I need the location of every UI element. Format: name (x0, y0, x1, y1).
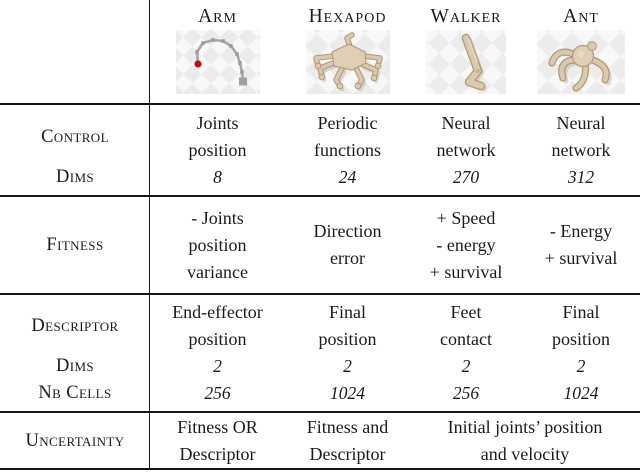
descriptor-hexapod-line2: position (318, 329, 377, 349)
control-cell-ant: Neural network 312 (522, 110, 640, 195)
descriptor-arm-nb-cells: 256 (204, 383, 231, 403)
fitness-arm-line1: - Joints (191, 207, 244, 228)
column-title-hexapod: Hexapod (308, 6, 387, 27)
uncertainty-row-label: Uncertainty (25, 430, 125, 451)
fitness-arm-line3: variance (187, 261, 248, 282)
fitness-walker-line1: + Speed (436, 207, 496, 228)
descriptor-hexapod-nb-cells: 1024 (330, 383, 365, 403)
descriptor-ant-dims: 2 (576, 356, 586, 376)
rule-below-descriptor (0, 411, 640, 413)
control-hexapod-line2: functions (314, 140, 381, 160)
descriptor-arm-line1: End-effector (172, 302, 263, 322)
control-arm-line2: position (188, 140, 247, 160)
descriptor-cell-walker: Feet contact 2 256 (410, 299, 522, 411)
uncertainty-walker-ant-line2: and velocity (480, 444, 570, 464)
descriptor-ant-nb-cells: 1024 (563, 383, 599, 403)
header-col-arm: Arm (150, 0, 285, 103)
uncertainty-cell-walker-ant: Initial joints’ position and velocity (410, 414, 640, 468)
descriptor-ant-line2: position (551, 329, 610, 349)
descriptor-row-label: Descriptor (31, 315, 119, 336)
control-ant-dims: 312 (567, 167, 595, 187)
table-header-row: Arm (0, 0, 640, 103)
fitness-row: Fitness - Joints position variance Direc… (0, 197, 640, 293)
fitness-hexapod-line2: error (330, 248, 365, 268)
descriptor-cell-arm: End-effector position 2 256 (150, 299, 285, 411)
fitness-arm-line2: position (188, 234, 247, 255)
column-title-ant: Ant (563, 6, 599, 27)
control-hexapod-line1: Periodic (317, 113, 378, 133)
rule-below-control (0, 195, 640, 197)
uncertainty-row-label-cell: Uncertainty (0, 414, 150, 468)
uncertainty-cell-arm: Fitness OR Descriptor (150, 414, 285, 468)
header-empty-cell (0, 0, 150, 103)
walker-robot-icon (426, 30, 506, 94)
rule-below-header (0, 103, 640, 105)
control-cell-hexapod: Periodic functions 24 (285, 110, 410, 195)
descriptor-cell-ant: Final position 2 1024 (522, 299, 640, 411)
control-dims-label: Dims (55, 167, 95, 187)
descriptor-ant-line1: Final (562, 302, 600, 322)
fitness-cell-arm: - Joints position variance (150, 197, 285, 293)
fitness-cell-walker: + Speed - energy + survival (410, 197, 522, 293)
control-walker-line2: network (436, 140, 496, 160)
hexapod-robot-icon (305, 30, 390, 94)
rule-below-fitness (0, 293, 640, 295)
descriptor-nb-cells-label: Nb Cells (38, 383, 112, 403)
rule-bottom (0, 468, 640, 470)
arm-robot-icon (175, 30, 260, 94)
column-title-arm: Arm (198, 6, 237, 27)
descriptor-hexapod-dims: 2 (343, 356, 352, 376)
control-ant-line1: Neural (556, 113, 606, 133)
fitness-ant-line2: + survival (544, 248, 618, 268)
control-cell-walker: Neural network 270 (410, 110, 522, 195)
table-vertical-rule (148, 0, 151, 468)
descriptor-cell-hexapod: Final position 2 1024 (285, 299, 410, 411)
fitness-walker-line2: - energy (436, 234, 496, 255)
fitness-cell-hexapod: Direction error (285, 197, 410, 293)
control-ant-line2: network (551, 140, 611, 160)
control-arm-dims: 8 (213, 167, 222, 187)
fitness-cell-ant: - Energy + survival (522, 197, 640, 293)
uncertainty-arm-line1: Fitness OR (177, 417, 258, 437)
descriptor-walker-line1: Feet (450, 302, 482, 322)
descriptor-walker-nb-cells: 256 (452, 383, 480, 403)
descriptor-dims-label: Dims (55, 356, 95, 376)
fitness-row-label: Fitness (46, 234, 104, 255)
control-cell-arm: Joints position 8 (150, 110, 285, 195)
control-row-label-cell: Control Dims (0, 110, 150, 195)
fitness-ant-line1: - Energy (549, 221, 613, 241)
uncertainty-row: Uncertainty Fitness OR Descriptor Fitnes… (0, 413, 640, 468)
column-title-walker: Walker (430, 6, 502, 27)
descriptor-walker-dims: 2 (461, 356, 471, 376)
header-col-hexapod: Hexapod (285, 0, 410, 103)
control-row-label: Control (41, 126, 109, 147)
descriptor-row-label-cell: Descriptor Dims Nb Cells (0, 299, 150, 411)
control-walker-line1: Neural (441, 113, 491, 133)
descriptor-row: Descriptor Dims Nb Cells End-effector po… (0, 295, 640, 411)
uncertainty-hexapod-line1: Fitness and (306, 417, 389, 437)
descriptor-arm-dims: 2 (213, 356, 222, 376)
control-arm-line1: Joints (196, 113, 239, 133)
uncertainty-walker-ant-line1: Initial joints’ position (447, 417, 603, 437)
fitness-walker-line3: + survival (429, 261, 503, 282)
uncertainty-hexapod-line2: Descriptor (309, 444, 386, 464)
control-row: Control Dims Joints position 8 Periodic … (0, 105, 640, 195)
uncertainty-arm-line2: Descriptor (179, 444, 256, 464)
header-col-walker: Walker (410, 0, 522, 103)
descriptor-hexapod-line1: Final (328, 302, 366, 322)
header-col-ant: Ant (522, 0, 640, 103)
uncertainty-cell-hexapod: Fitness and Descriptor (285, 414, 410, 468)
descriptor-walker-line2: contact (440, 329, 492, 349)
descriptor-arm-line2: position (188, 329, 247, 349)
fitness-row-label-cell: Fitness (0, 197, 150, 293)
control-hexapod-dims: 24 (338, 167, 357, 187)
fitness-hexapod-line1: Direction (313, 221, 382, 241)
ant-robot-icon (537, 30, 625, 94)
control-walker-dims: 270 (452, 167, 480, 187)
